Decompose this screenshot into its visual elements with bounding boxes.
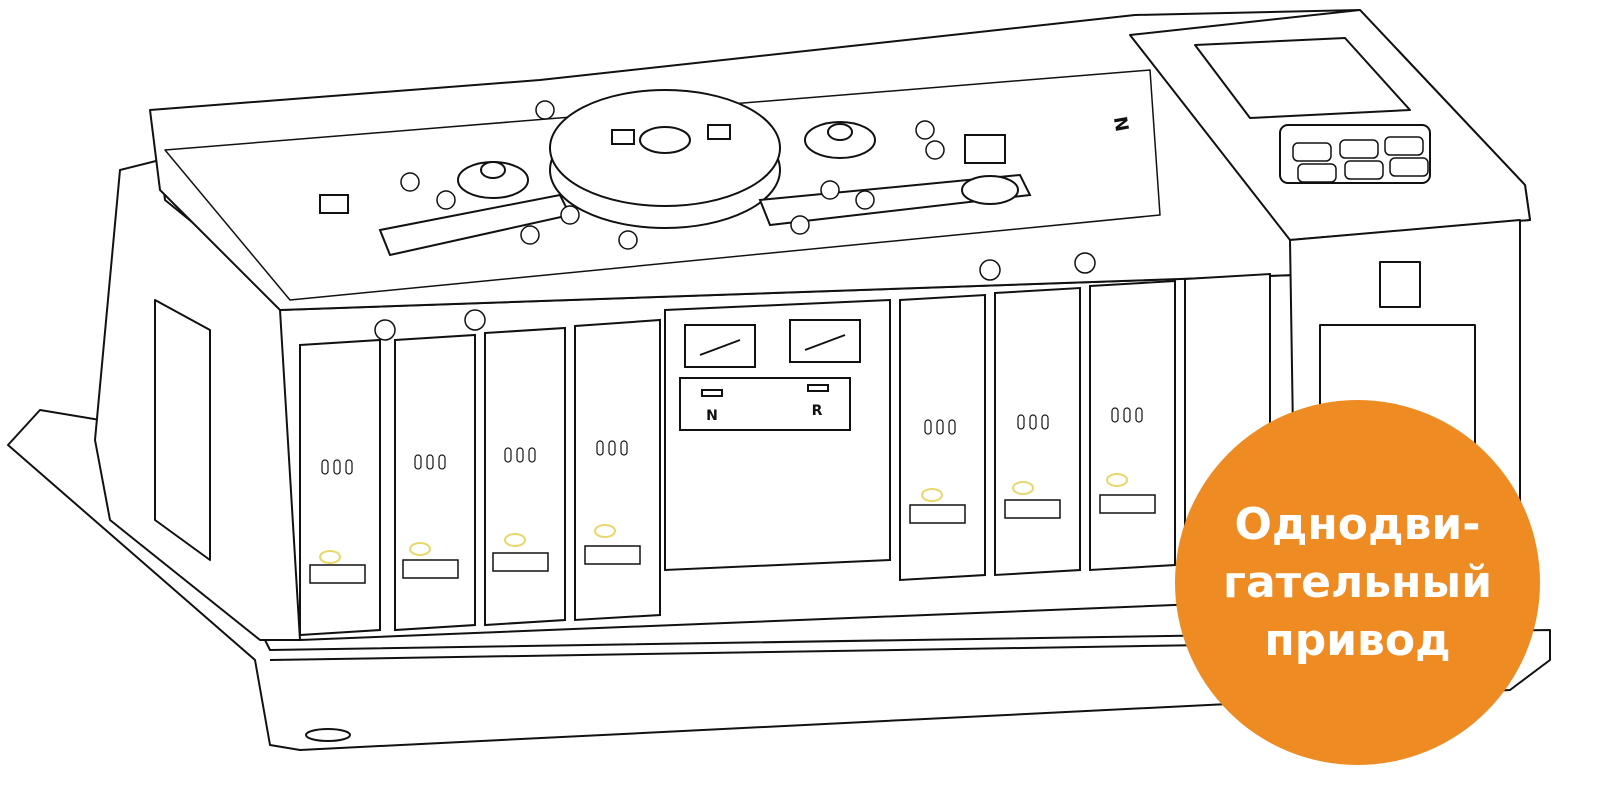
badge-line-2: гательный xyxy=(1222,556,1493,608)
motor-badge-text: Однодви- гательный привод xyxy=(1188,496,1528,670)
pole-screws xyxy=(374,252,1096,341)
badge-line-1: Однодви- xyxy=(1234,498,1481,550)
terminal-r-label: R xyxy=(812,403,823,419)
rotary-mechanism xyxy=(319,89,1032,257)
keypad xyxy=(1292,136,1429,183)
terminal-markers xyxy=(319,473,1128,564)
contact-pads xyxy=(309,494,1156,584)
terminal-n-label: N xyxy=(706,408,718,424)
indicator-panel xyxy=(664,298,891,572)
vent-grilles xyxy=(321,407,1143,475)
badge-line-3: привод xyxy=(1264,614,1451,666)
side-n-mark: N xyxy=(1109,115,1132,133)
motor-badge: Однодви- гательный привод xyxy=(1175,400,1540,765)
top-screws xyxy=(400,100,945,250)
